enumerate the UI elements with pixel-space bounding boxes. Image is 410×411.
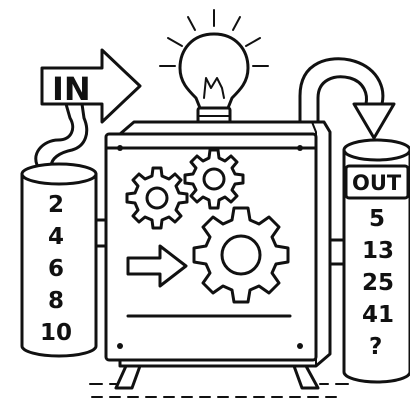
input-hose (36, 104, 87, 170)
input-arrow: IN (42, 50, 140, 122)
input-value: 8 (48, 288, 64, 314)
input-value: 10 (40, 320, 72, 346)
machine-feet (90, 366, 348, 397)
output-value: 5 (369, 206, 385, 232)
output-value: 41 (362, 302, 394, 328)
input-label: IN (52, 70, 91, 108)
output-value: ? (369, 334, 382, 360)
output-value: 25 (362, 270, 394, 296)
output-value: 13 (362, 238, 394, 264)
input-value: 6 (48, 256, 64, 282)
lightbulb-icon (160, 10, 268, 132)
input-value: 2 (48, 192, 64, 218)
output-label: OUT (352, 171, 402, 195)
input-value: 4 (48, 224, 64, 250)
